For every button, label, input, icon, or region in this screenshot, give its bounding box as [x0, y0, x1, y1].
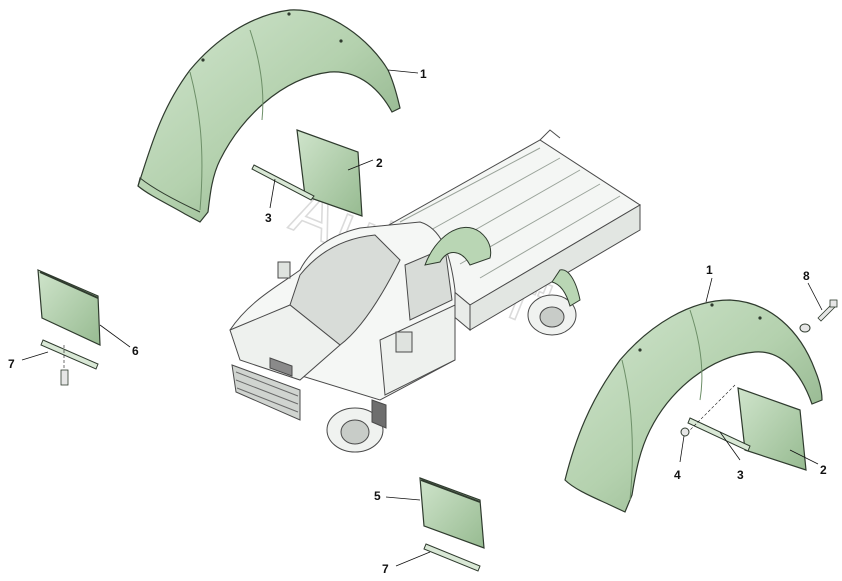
strip-left: [40, 339, 99, 386]
callout-6-left: 6: [132, 344, 139, 358]
callout-2-top: 2: [376, 156, 383, 170]
callout-5-bottom: 5: [374, 489, 381, 503]
strip-right: [687, 417, 751, 452]
fender-right: [564, 299, 823, 513]
callout-7-left: 7: [8, 357, 15, 371]
callout-1-right: 1: [706, 263, 713, 277]
callout-4-right: 4: [674, 468, 681, 482]
strip-bottom: [423, 543, 481, 572]
washer-right: [799, 323, 811, 333]
mudflap-bottom: [419, 477, 485, 549]
bolt-right: [817, 299, 838, 322]
mudflap-right: [737, 387, 807, 471]
callout-8-right: 8: [803, 269, 810, 283]
strip-top: [251, 164, 315, 201]
callout-3-top: 3: [265, 211, 272, 225]
mudflap-left: [37, 269, 101, 346]
mudflap-top: [296, 129, 363, 217]
nut-right: [680, 427, 690, 437]
callout-2-right: 2: [820, 463, 827, 477]
callout-7-bottom: 7: [382, 562, 389, 576]
truck-illustration: [229, 129, 641, 453]
callout-3-right: 3: [737, 468, 744, 482]
callout-1-top: 1: [420, 67, 427, 81]
fender-top-left: [137, 9, 401, 223]
